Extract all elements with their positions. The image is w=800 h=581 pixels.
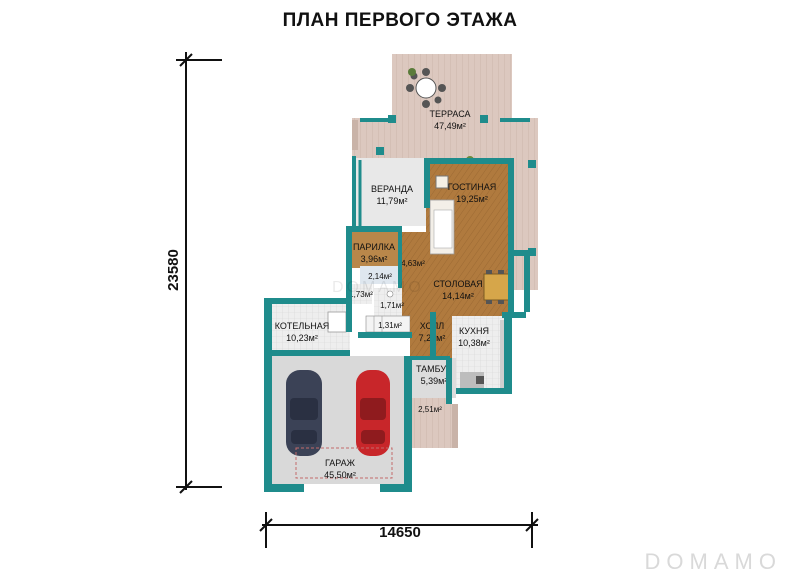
garage-label: ГАРАЖ [325, 458, 356, 468]
porch: 2,51м² [412, 398, 458, 448]
boiler-room-area: 10,23м² [286, 333, 318, 343]
dining-room-area: 14,14м² [442, 291, 474, 301]
kitchen-area: 10,38м² [458, 338, 490, 348]
shower-area: 2,14м² [368, 272, 392, 281]
veranda: ВЕРАНДА 11,79м² [356, 158, 426, 226]
kitchen-label: КУХНЯ [459, 326, 489, 336]
height-dimension: 23580 [165, 52, 222, 494]
stairs-area: 1,31м² [378, 321, 402, 330]
brand-watermark: DOMAMO [644, 549, 782, 574]
vestibule-area: 5,39м² [421, 376, 448, 386]
corridor: 4,63м² [400, 232, 430, 316]
corridor-area: 4,63м² [401, 259, 425, 268]
kitchen: КУХНЯ 10,38м² [452, 316, 508, 392]
width-dimension-label: 14650 [379, 524, 421, 541]
dining-room: СТОЛОВАЯ 14,14м² [430, 258, 514, 316]
page-title: ПЛАН ПЕРВОГО ЭТАЖА [282, 10, 518, 31]
width-dimension: 14650 [259, 512, 539, 548]
bathroom-block: 2,14м² 1,73м² 1,71м² [349, 266, 404, 316]
terrace-area: 47,49м² [434, 121, 466, 131]
living-room-label: ГОСТИНАЯ [448, 182, 497, 192]
veranda-area: 11,79м² [376, 196, 407, 206]
sauna: ПАРИЛКА 3,96м² [348, 232, 400, 268]
plan-watermark: DOMAMO [332, 279, 424, 296]
boiler-room-label: КОТЕЛЬНАЯ [275, 321, 329, 331]
walls [264, 156, 530, 492]
garage: ГАРАЖ 45,50м² [272, 356, 408, 484]
boiler-room: КОТЕЛЬНАЯ 10,23м² [270, 302, 350, 350]
dining-room-label: СТОЛОВАЯ [433, 279, 482, 289]
porch-area: 2,51м² [418, 405, 442, 414]
height-dimension-label: 23580 [165, 249, 182, 291]
sauna-label: ПАРИЛКА [353, 242, 395, 252]
living-room: ГОСТИНАЯ 19,25м² [426, 162, 512, 258]
veranda-label: ВЕРАНДА [371, 184, 413, 194]
garage-area: 45,50м² [324, 470, 356, 480]
wc-area: 1,71м² [380, 301, 404, 310]
stairs: 1,31м² [365, 315, 411, 333]
wc-small-area: 1,73м² [349, 290, 373, 299]
vestibule-label: ТАМБУР [416, 364, 452, 374]
living-room-area: 19,25м² [456, 194, 488, 204]
sauna-area: 3,96м² [361, 254, 388, 264]
terrace-label: ТЕРРАСА [429, 109, 470, 119]
